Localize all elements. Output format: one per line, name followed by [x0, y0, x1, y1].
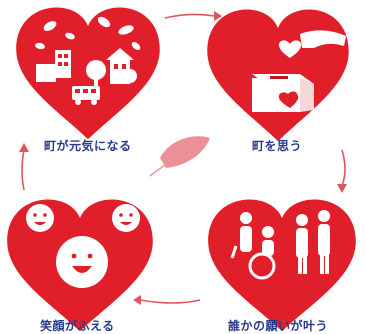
- smiling-faces-icon: [26, 204, 140, 288]
- arrow-bottom-head: [133, 295, 141, 305]
- label-care-for-town: 町を思う: [252, 139, 303, 153]
- arrow-top: [164, 13, 215, 19]
- arrow-top-head: [214, 11, 222, 21]
- arrow-right-head: [337, 184, 347, 193]
- arrow-bottom: [139, 299, 201, 304]
- label-more-smiles: 笑顔がふえる: [40, 319, 115, 333]
- feather-icon: [149, 136, 210, 177]
- arrow-left: [21, 149, 25, 191]
- heart-people: [208, 199, 356, 332]
- cycle-arrows: [19, 11, 347, 305]
- donation-box-icon: [252, 30, 346, 112]
- arrow-left-head: [19, 143, 29, 152]
- label-wishes-come-true: 誰かの願いが叶う: [228, 319, 329, 333]
- label-town-revitalized: 町が元気になる: [44, 139, 132, 153]
- people-wheelchair-icon: [230, 210, 330, 280]
- arrow-right: [341, 149, 346, 187]
